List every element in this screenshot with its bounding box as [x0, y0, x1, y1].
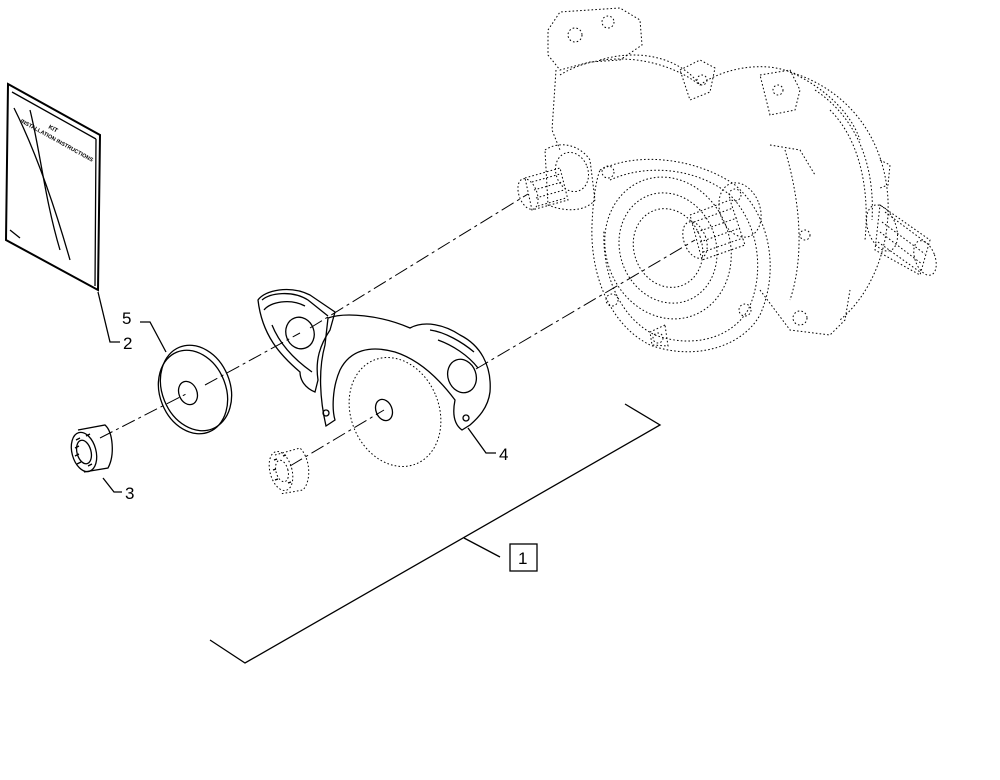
leader-lines [97, 291, 496, 493]
gearbox-housing [517, 7, 937, 353]
reference-bearing [268, 447, 310, 495]
kit-callout-box [509, 543, 538, 572]
center-lines [99, 193, 696, 467]
instruction-booklet: KIT INSTALLATION INSTRUCTIONS [4, 82, 102, 292]
callout-3: 3 [125, 484, 134, 503]
callout-4: 4 [499, 445, 508, 464]
callouts: 2 5 3 4 1 [122, 309, 538, 572]
needle-bearing [70, 424, 113, 473]
gasket-plate [257, 288, 491, 467]
booklet-title-line1: KIT [47, 125, 59, 135]
washer [157, 344, 233, 435]
callout-1: 1 [518, 549, 527, 568]
callout-2: 2 [123, 334, 132, 353]
callout-5: 5 [122, 309, 131, 328]
kit-bracket [209, 403, 662, 664]
